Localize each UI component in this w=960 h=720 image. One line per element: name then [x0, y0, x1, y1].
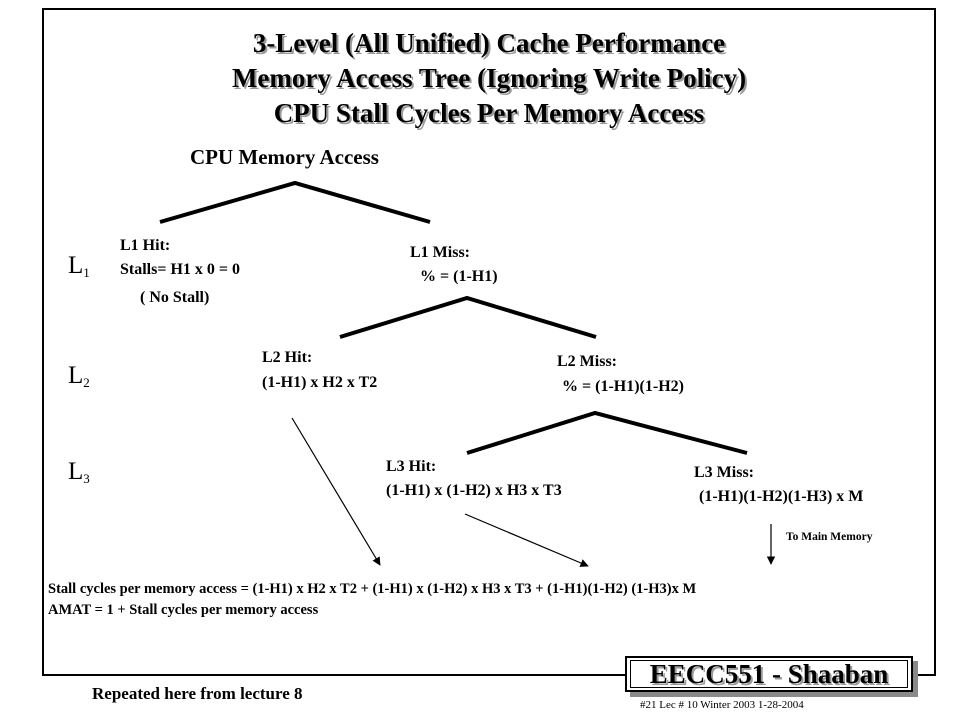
to-main-memory-label: To Main Memory: [786, 531, 873, 543]
level-3-letter: L: [68, 458, 84, 485]
formula-block: Stall cycles per memory access = (1-H1) …: [48, 579, 696, 621]
l2-miss-title: L2 Miss:: [557, 353, 617, 370]
l2-hit-value: (1-H1) x H2 x T2: [262, 374, 378, 391]
arrow-l2-hit: [291, 417, 381, 566]
l3-hit-title: L3 Hit:: [386, 458, 437, 475]
l2-hit-title: L2 Hit:: [262, 349, 313, 366]
l1-hit-no-stall: ( No Stall): [140, 289, 210, 306]
l2-miss-rate: % = (1-H1)(1-H2): [562, 378, 684, 395]
l1-hit-stalls: Stalls= H1 x 0 = 0: [120, 261, 241, 278]
slide-title: 3-Level (All Unified) Cache Performance …: [42, 26, 936, 131]
level-1-sub: 1: [83, 265, 90, 280]
l1-hit-title: L1 Hit:: [120, 237, 171, 254]
arrow-l3-hit: [464, 513, 589, 567]
level-2-letter: L: [68, 362, 84, 389]
level-3-sub: 3: [83, 471, 90, 486]
amat-formula: AMAT = 1 + Stall cycles per memory acces…: [48, 602, 319, 618]
brand-box: EECC551 - Shaaban: [625, 656, 913, 692]
level-label-2: L2: [68, 362, 90, 391]
tree-root-label: CPU Memory Access: [190, 145, 379, 169]
l3-miss-value: (1-H1)(1-H2)(1-H3) x M: [699, 488, 864, 505]
brand-inner-border: [630, 660, 908, 688]
level-2-sub: 2: [83, 375, 90, 390]
title-line-2: Memory Access Tree (Ignoring Write Polic…: [231, 63, 747, 93]
title-line-1: 3-Level (All Unified) Cache Performance: [252, 28, 726, 58]
l1-miss-title: L1 Miss:: [410, 244, 470, 261]
branch-l1-miss: [339, 295, 597, 339]
level-label-3: L3: [68, 458, 90, 487]
lecture-info: #21 Lec # 10 Winter 2003 1-28-2004: [640, 699, 804, 711]
l1-miss-rate: % = (1-H1): [420, 268, 498, 285]
title-line-3: CPU Stall Cycles Per Memory Access: [273, 98, 705, 128]
level-1-letter: L: [68, 252, 84, 279]
branch-root: [159, 180, 431, 224]
stall-cycles-formula: Stall cycles per memory access = (1-H1) …: [48, 581, 697, 597]
slide-frame: [42, 8, 936, 676]
level-label-1: L1: [68, 252, 90, 281]
l3-miss-title: L3 Miss:: [694, 464, 754, 481]
branch-l2-miss: [466, 410, 748, 455]
l3-hit-value: (1-H1) x (1-H2) x H3 x T3: [386, 482, 562, 499]
brand-label: EECC551 - Shaaban: [649, 659, 889, 689]
footer-note: Repeated here from lecture 8: [92, 684, 303, 703]
